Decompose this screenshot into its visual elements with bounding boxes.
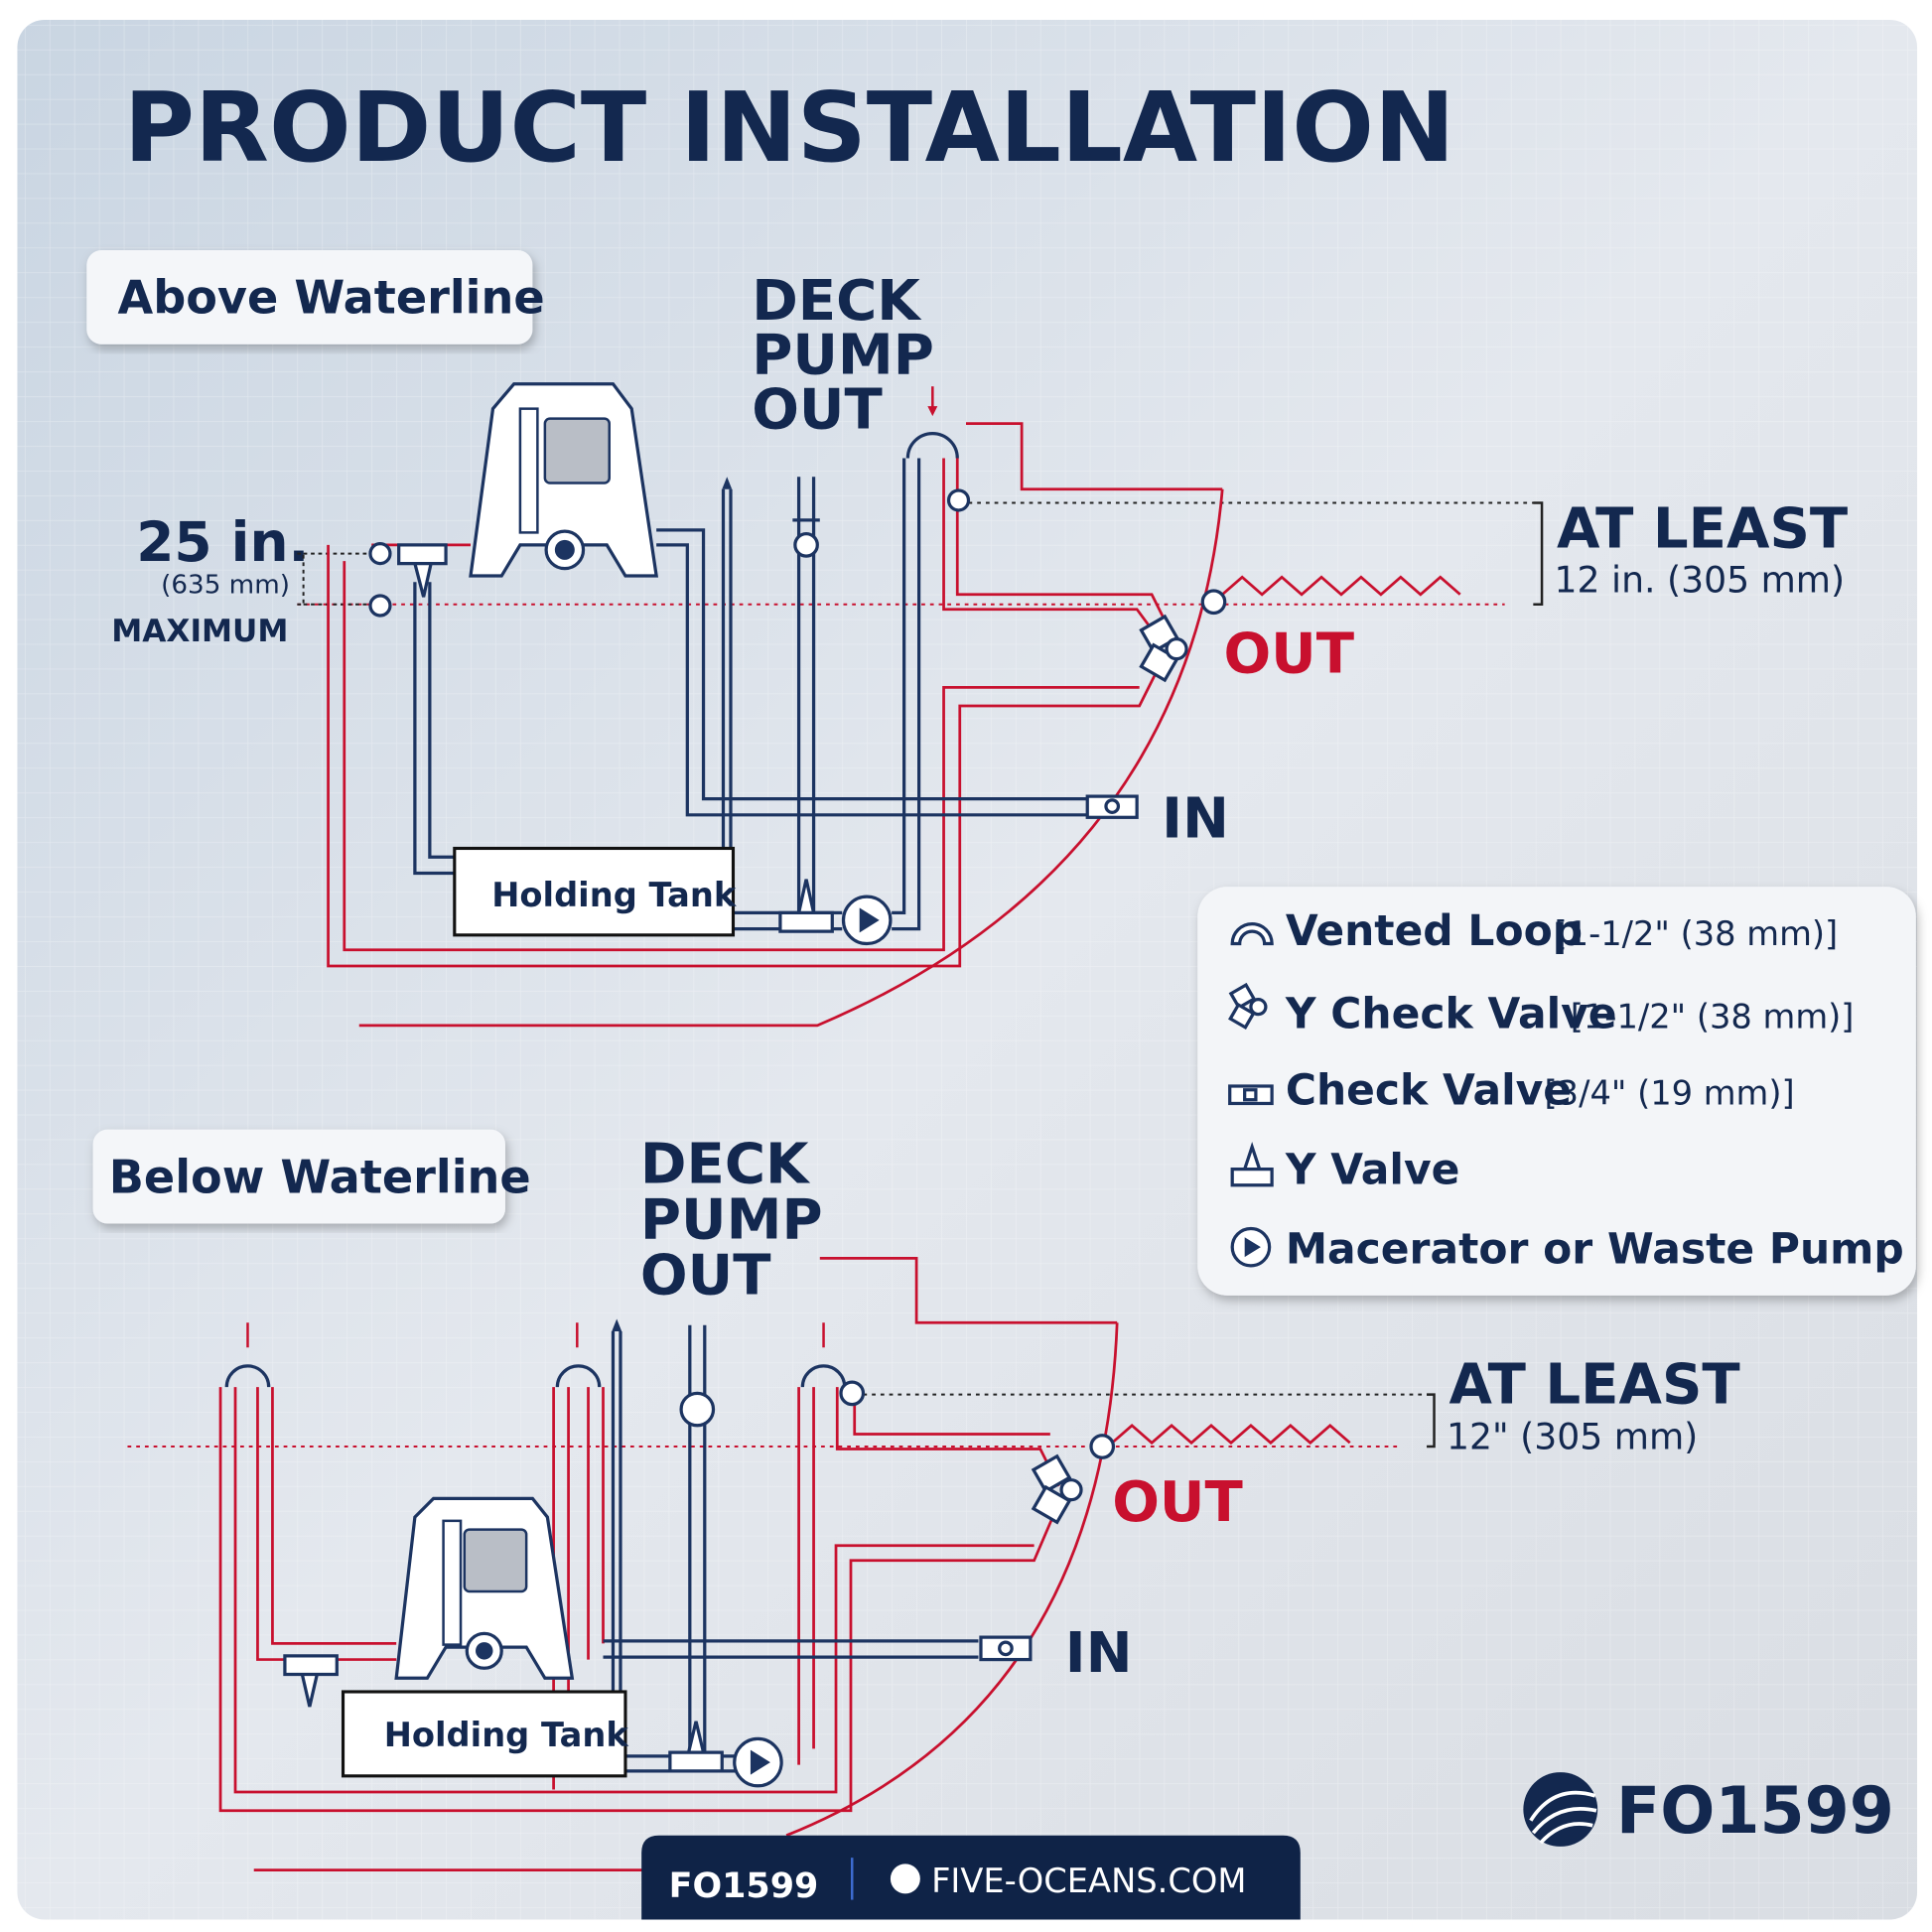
legend-name: Check Valve: [1286, 1067, 1572, 1116]
out-label: OUT: [752, 378, 883, 443]
y-check-valve: [1139, 614, 1188, 683]
below-waterline-badge: [92, 1129, 505, 1224]
pump-icon: [1230, 1226, 1272, 1268]
above-waterline-badge: [86, 249, 533, 345]
legend-item: Macerator or Waste Pump: [1230, 1225, 1904, 1274]
legend-size: [1-1/2" (38 mm)]: [1571, 997, 1855, 1035]
legend-name: Y Check Valve: [1285, 990, 1617, 1038]
website-link[interactable]: FIVE-OCEANS.COM: [931, 1862, 1246, 1900]
brand-logo: FO1599: [1523, 1772, 1894, 1849]
deck-label: DECK: [752, 269, 922, 334]
y-check-valve: [1031, 1453, 1083, 1525]
water-waves: [1221, 575, 1461, 597]
max-height: 25 in.: [136, 510, 309, 574]
at-least-label: AT LEAST: [1557, 496, 1848, 561]
page-title: PRODUCT INSTALLATION: [124, 71, 1455, 184]
deck-label: DECK: [640, 1132, 811, 1196]
legend-item: Vented Loop [1-1/2" (38 mm)]: [1230, 907, 1839, 956]
vented-loop-icon: [1230, 922, 1274, 946]
pump-label: PUMP: [752, 324, 934, 388]
y-valve: [668, 1721, 724, 1773]
legend-size: [3/4" (19 mm)]: [1545, 1074, 1795, 1113]
vented-loop: [905, 432, 959, 459]
y-valve: [778, 879, 834, 933]
toilet: [469, 382, 659, 578]
legend-item: Y Valve: [1230, 1141, 1460, 1195]
footer-model: FO1599: [669, 1866, 819, 1906]
legend: Vented Loop [1-1/2" (38 mm)] Y Check Val…: [1197, 887, 1916, 1296]
below-waterline-label: Below Waterline: [109, 1150, 531, 1203]
at-least-value: 12" (305 mm): [1447, 1415, 1698, 1457]
five-oceans-logo-icon: [1523, 1772, 1598, 1847]
check-valve-icon: [1228, 1084, 1274, 1106]
legend-size: [1-1/2" (38 mm)]: [1555, 914, 1839, 953]
y-check-valve-icon: [1228, 982, 1268, 1031]
globe-logo-icon: [890, 1863, 920, 1894]
in-label: IN: [1162, 786, 1229, 851]
footer-bar: FO1599 FIVE-OCEANS.COM: [641, 1835, 1301, 1920]
holding-tank-label: Holding Tank: [491, 876, 738, 914]
legend-item: Check Valve [3/4" (19 mm)]: [1228, 1067, 1795, 1116]
out-label-red: OUT: [1112, 1470, 1243, 1535]
y-valve-icon: [1230, 1141, 1274, 1187]
legend-name: Vented Loop: [1286, 907, 1583, 956]
out-label: OUT: [640, 1244, 771, 1309]
above-waterline-label: Above Waterline: [118, 271, 545, 325]
pump-label: PUMP: [640, 1187, 823, 1252]
max-label: MAXIMUM: [111, 614, 288, 649]
at-least-label: AT LEAST: [1449, 1352, 1740, 1417]
holding-tank: [453, 846, 736, 937]
max-height-mm: (635 mm): [161, 571, 290, 601]
holding-tank: [341, 1690, 627, 1778]
below-waterline-diagram: Below Waterline DECK PUMP OUT AT LEAST 1…: [92, 1129, 1740, 1872]
holding-tank-label: Holding Tank: [384, 1716, 630, 1754]
legend-name: Y Valve: [1285, 1147, 1460, 1195]
legend-name: Macerator or Waste Pump: [1286, 1225, 1904, 1274]
in-label: IN: [1065, 1621, 1133, 1686]
out-label-red: OUT: [1223, 621, 1354, 686]
at-least-value: 12 in. (305 mm): [1555, 558, 1846, 601]
model-number: FO1599: [1616, 1774, 1894, 1849]
toilet: [394, 1496, 575, 1680]
legend-item: Y Check Valve [1-1/2" (38 mm)]: [1228, 982, 1855, 1038]
above-waterline-diagram: Above Waterline DECK PUMP OUT 25 in. (63…: [86, 249, 1848, 1028]
water-waves: [1111, 1423, 1351, 1446]
